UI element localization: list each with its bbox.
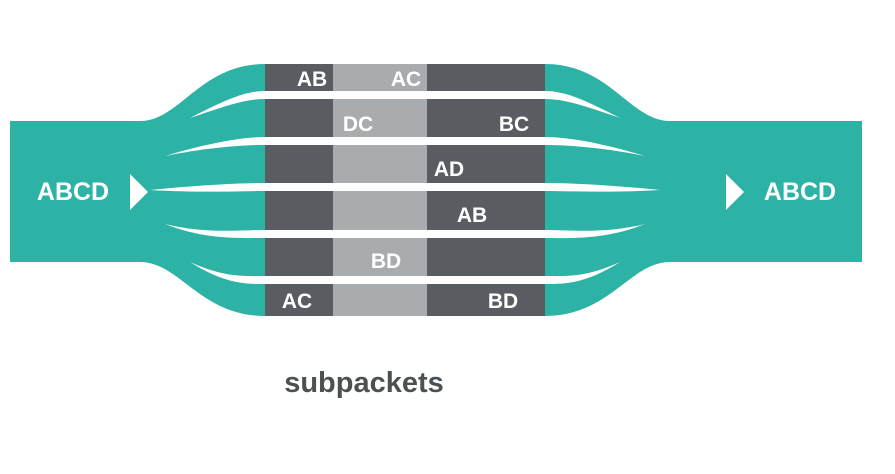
lane-2-middle-label: DC <box>343 113 373 136</box>
lane-labels: AB AC DC BC AD AB BD AC BD <box>282 68 529 313</box>
lane-3-right-label: AD <box>434 158 464 181</box>
segment-separator <box>265 276 545 284</box>
input-packet: ABCD <box>37 174 148 210</box>
lane-1-middle-label: AC <box>391 68 421 91</box>
lane-5-middle-label: BD <box>371 250 401 273</box>
output-label: ABCD <box>764 178 836 206</box>
segment-block <box>265 64 545 316</box>
lane-4-right-label: AB <box>457 204 487 227</box>
output-packet: ABCD <box>726 174 836 210</box>
diagram-caption: subpackets <box>284 367 444 399</box>
segment-separator <box>265 230 545 238</box>
segment-separators <box>265 91 545 284</box>
segment-separator <box>265 137 545 145</box>
lane-6-right-label: BD <box>488 290 518 313</box>
lane-2-right-label: BC <box>499 113 529 136</box>
lane-1-left-label: AB <box>297 68 327 91</box>
input-arrow-icon <box>130 174 148 210</box>
segment-separator <box>265 183 545 191</box>
lane-6-left-label: AC <box>282 290 312 313</box>
segment-separator <box>265 91 545 99</box>
input-label: ABCD <box>37 178 109 206</box>
output-arrow-icon <box>726 174 744 210</box>
